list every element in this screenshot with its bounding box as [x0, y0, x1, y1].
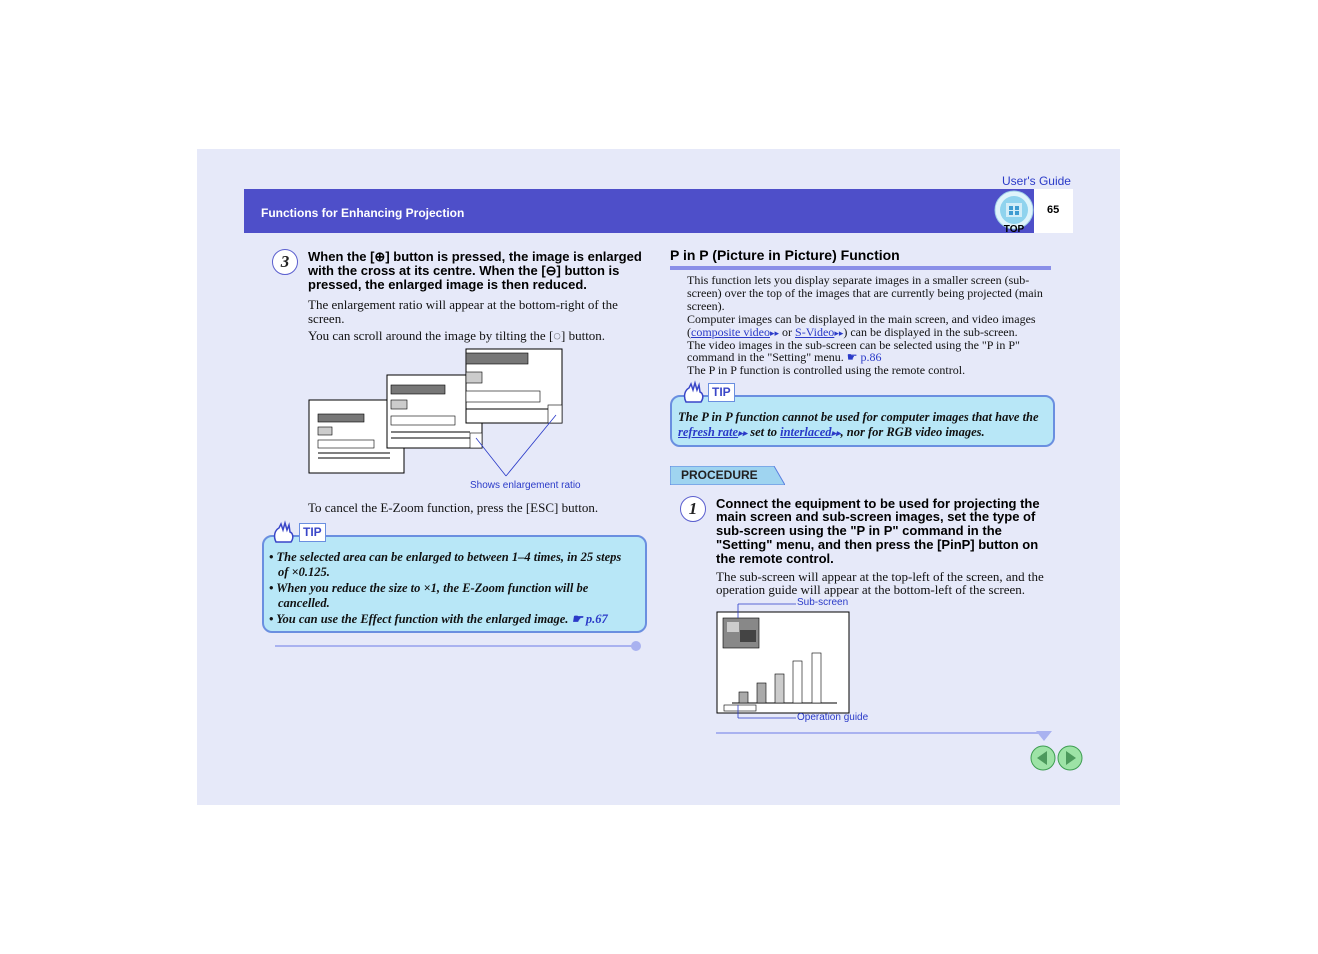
glossary-arrow-icon: ▸▸	[834, 328, 844, 338]
intro-line: screen) over the top of the images that …	[687, 286, 1043, 300]
arrow-left-icon	[1030, 745, 1056, 771]
top-label: TOP	[1004, 224, 1025, 233]
tip-label: TIP	[708, 383, 735, 402]
tip-item-line: cancelled.	[278, 596, 330, 610]
users-guide-link[interactable]: User's Guide	[1002, 174, 1071, 188]
step-heading-line: When the [⊕] button is pressed, the imag…	[308, 249, 642, 264]
tip-text: , nor for RGB video images.	[840, 425, 985, 439]
intro-line: Computer images can be displayed in the …	[687, 312, 1036, 326]
tip-hand-icon	[683, 380, 704, 403]
page-ref-link[interactable]: ☛ p.67	[571, 612, 608, 626]
continue-divider	[716, 731, 1052, 741]
tip-item-line: • You can use the Effect function with t…	[269, 612, 608, 627]
step-body-line: The sub-screen will appear at the top-le…	[716, 569, 1044, 584]
intro-line: (composite video▸▸ or S-Video▸▸) can be …	[687, 326, 1018, 340]
interlaced-link[interactable]: interlaced	[780, 425, 832, 439]
intro-line: screen).	[687, 299, 725, 313]
page-background	[197, 149, 1120, 805]
top-globe-icon: TOP	[994, 190, 1034, 235]
procedure-badge	[670, 466, 785, 485]
tip-text: set to	[747, 425, 781, 439]
page-number-box	[1034, 189, 1073, 233]
tip-line: The P in P function cannot be used for c…	[678, 410, 1039, 424]
tip-line: refresh rate▸▸ set to interlaced▸▸, nor …	[678, 425, 985, 441]
glossary-arrow-icon: ▸▸	[769, 328, 780, 338]
composite-video-link[interactable]: composite video	[691, 325, 770, 339]
tip-box	[262, 535, 647, 633]
step-body-line: The enlargement ratio will appear at the…	[308, 297, 618, 312]
section-title-rule	[670, 266, 1051, 270]
step-body-line: operation guide will appear at the botto…	[716, 582, 1025, 597]
glossary-arrow-icon: ▸▸	[738, 428, 748, 438]
tip-label: TIP	[299, 523, 326, 542]
step-heading-line: the remote control.	[716, 551, 834, 566]
pinp-figure	[716, 603, 850, 719]
chapter-title: Functions for Enhancing Projection	[261, 206, 465, 220]
top-button[interactable]: TOP	[993, 189, 1035, 235]
tip-item-line: of ×0.125.	[278, 565, 330, 579]
page-number: 65	[1047, 204, 1060, 216]
figure-caption: Shows enlargement ratio	[470, 480, 581, 491]
refresh-rate-link[interactable]: refresh rate	[678, 425, 739, 439]
tip-hand-icon	[273, 520, 294, 543]
cancel-text: To cancel the E-Zoom function, press the…	[308, 500, 599, 515]
section-title: P in P (Picture in Picture) Function	[670, 247, 900, 263]
tip-item-line: • When you reduce the size to ×1, the E-…	[269, 581, 589, 595]
tip-item-text: • You can use the Effect function with t…	[269, 612, 569, 626]
step-body-line: screen.	[308, 311, 345, 326]
intro-line: command in the "Setting" menu. ☛ p.86	[687, 351, 882, 364]
subscreen-caption: Sub-screen	[797, 597, 849, 608]
tip-box	[670, 395, 1055, 447]
intro-text: ) can be displayed in the sub-screen.	[843, 325, 1018, 339]
intro-text: or	[779, 325, 796, 339]
arrow-right-icon	[1057, 745, 1083, 771]
next-page-button[interactable]	[1057, 745, 1083, 771]
operation-guide-caption: Operation guide	[797, 712, 869, 723]
page-ref-link[interactable]: ☛ p.86	[846, 350, 882, 364]
glossary-arrow-icon: ▸▸	[831, 428, 841, 438]
header-bar	[244, 189, 1034, 233]
step-heading-line: "Setting" menu, and then press the [PinP…	[716, 537, 1039, 552]
step-heading-line: with the cross at its centre. When the […	[308, 263, 620, 278]
tip-item-line: • The selected area can be enlarged to b…	[269, 550, 622, 564]
procedure-label: PROCEDURE	[681, 468, 758, 482]
ezoom-figure	[308, 348, 563, 477]
step-heading-line: sub-screen using the "P in P" command in…	[716, 523, 1002, 538]
intro-line: The P in P function is controlled using …	[687, 363, 966, 377]
section-end-divider	[275, 641, 641, 651]
step-heading-line: main screen and sub-screen images, set t…	[716, 509, 1036, 524]
intro-text: command in the "Setting" menu.	[687, 350, 844, 364]
intro-line: This function lets you display separate …	[687, 273, 1030, 287]
step-heading-line: pressed, the enlarged image is then redu…	[308, 277, 587, 292]
intro-line: The video images in the sub-screen can b…	[687, 338, 1020, 352]
s-video-link[interactable]: S-Video	[795, 325, 835, 339]
previous-page-button[interactable]	[1030, 745, 1056, 771]
step-number: 1	[680, 496, 706, 522]
step-number: 3	[272, 249, 298, 275]
intro-text: (	[687, 325, 691, 339]
step-body-line: You can scroll around the image by tilti…	[308, 328, 606, 343]
step-heading-line: Connect the equipment to be used for pro…	[716, 496, 1040, 511]
